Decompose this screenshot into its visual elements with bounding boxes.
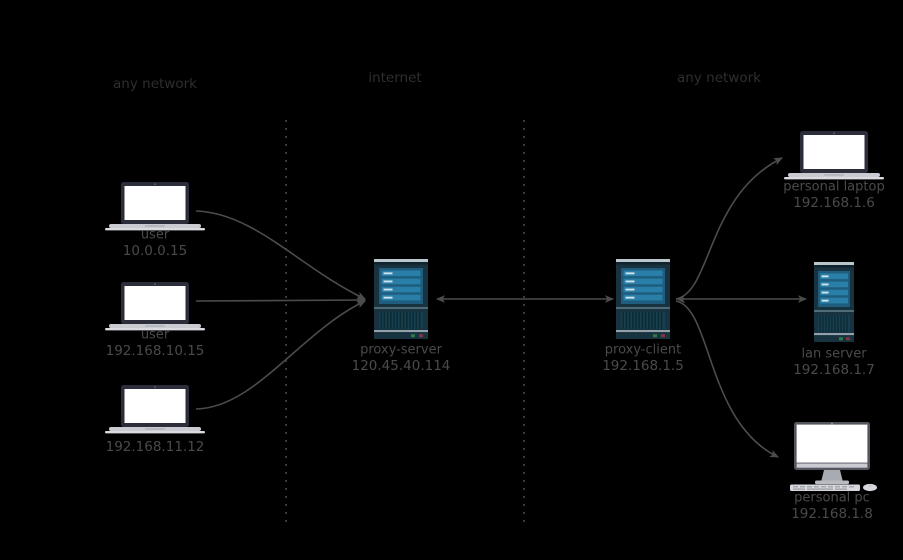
node-user-2[interactable]: user 192.168.10.15 — [105, 282, 205, 359]
laptop-icon — [105, 182, 205, 231]
edge-proxy-client-to-personal-pc — [675, 300, 779, 458]
node-user-2-ip: 192.168.10.15 — [106, 343, 205, 359]
server-icon — [814, 262, 854, 342]
node-proxy-server-ip: 120.45.40.114 — [352, 358, 451, 374]
node-user-1-label: user — [141, 228, 170, 243]
node-user-3[interactable]: 192.168.11.12 — [105, 385, 205, 455]
node-user-1[interactable]: user 10.0.0.15 — [105, 182, 205, 259]
server-icon — [616, 259, 670, 339]
edge-user1-to-proxy-server — [195, 210, 366, 300]
desktop-icon — [789, 422, 878, 492]
node-user-2-label: user — [141, 328, 170, 343]
zone-label-internet: internet — [368, 70, 421, 86]
node-lan-server-ip: 192.168.1.7 — [793, 362, 875, 378]
laptop-icon — [105, 282, 205, 331]
node-personal-laptop-label: personal laptop — [783, 180, 884, 195]
node-personal-pc[interactable]: personal pc 192.168.1.8 — [789, 422, 878, 522]
zone-label-right-any-network: any network — [677, 70, 761, 86]
arrowhead-into-proxy-client — [676, 294, 685, 304]
node-proxy-client-ip: 192.168.1.5 — [602, 358, 684, 374]
node-user-3-ip: 192.168.11.12 — [106, 439, 205, 455]
edge-proxy-client-to-personal-laptop — [675, 157, 783, 300]
zone-labels: any network internet any network — [113, 70, 761, 92]
node-personal-laptop-ip: 192.168.1.6 — [793, 195, 875, 211]
node-proxy-client[interactable]: proxy-client 192.168.1.5 — [602, 259, 684, 374]
node-personal-pc-label: personal pc — [794, 491, 870, 506]
node-personal-laptop[interactable]: personal laptop 192.168.1.6 — [783, 131, 885, 211]
node-lan-server[interactable]: lan server 192.168.1.7 — [793, 262, 875, 378]
laptop-icon — [105, 385, 205, 434]
node-lan-server-label: lan server — [801, 347, 867, 362]
laptop-icon — [784, 131, 884, 180]
diagram-edges — [195, 157, 807, 458]
node-user-1-ip: 10.0.0.15 — [123, 243, 187, 259]
edge-user2-to-proxy-server — [195, 296, 366, 304]
node-proxy-server[interactable]: proxy-server 120.45.40.114 — [352, 259, 451, 374]
edge-user3-to-proxy-server — [195, 300, 366, 410]
server-icon — [374, 259, 428, 339]
zone-label-left-any-network: any network — [113, 76, 197, 92]
node-proxy-server-label: proxy-server — [360, 343, 443, 358]
node-proxy-client-label: proxy-client — [605, 343, 681, 358]
node-personal-pc-ip: 192.168.1.8 — [791, 506, 873, 522]
